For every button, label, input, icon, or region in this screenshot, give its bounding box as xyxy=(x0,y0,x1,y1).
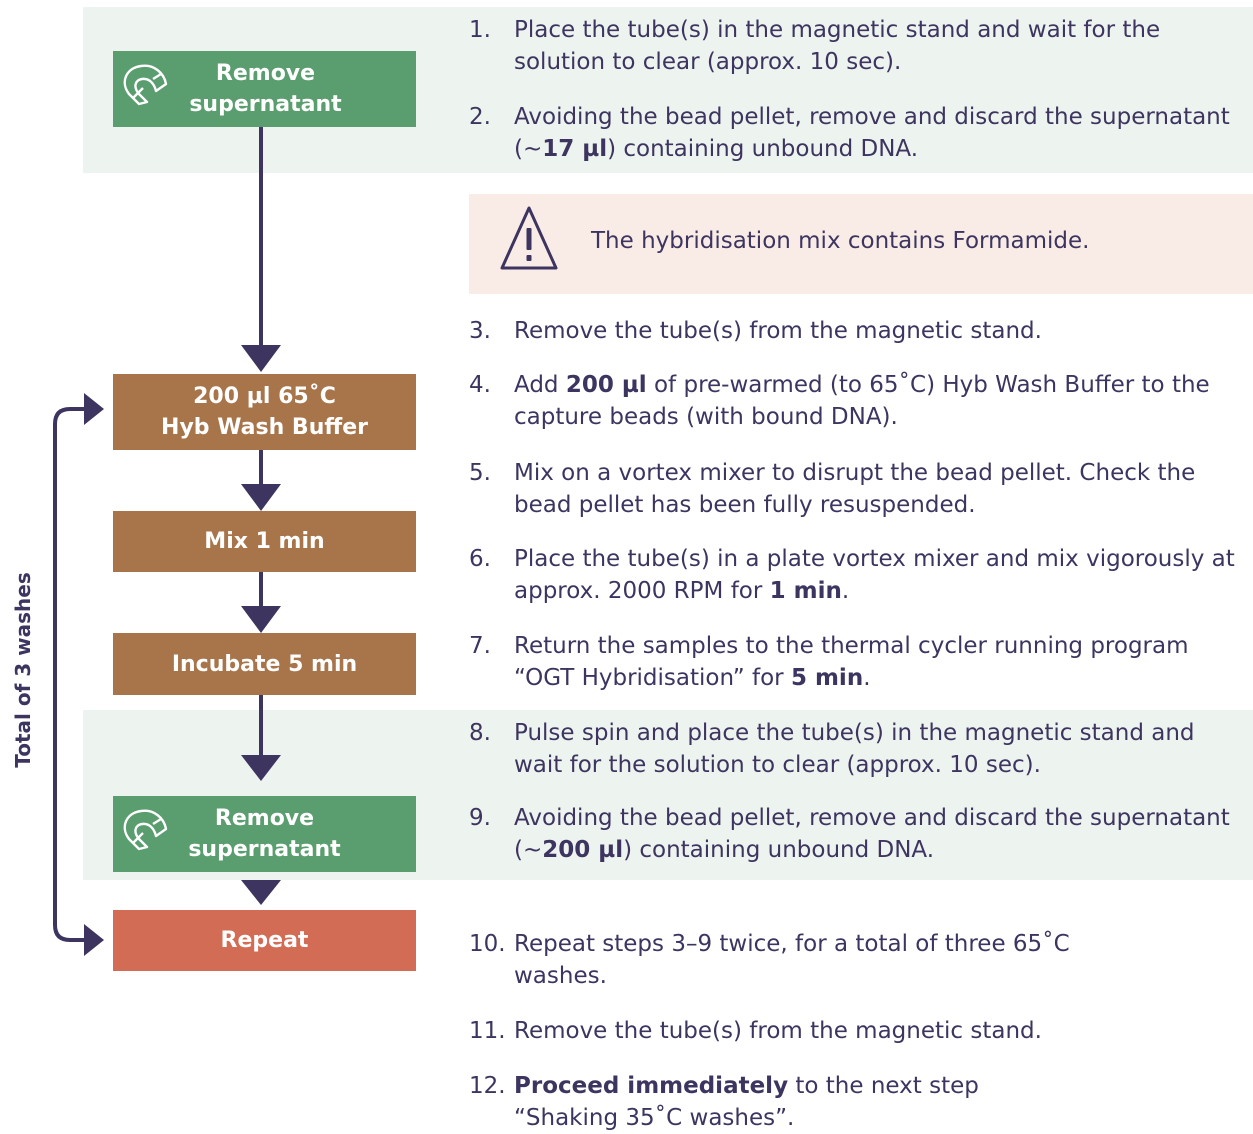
box5-line2: supernatant xyxy=(188,837,341,862)
magnet-icon xyxy=(123,64,168,106)
box1-line1: Remove xyxy=(215,61,316,86)
flow-arrow-4 xyxy=(241,755,281,781)
mix-box: Mix 1 min xyxy=(113,511,416,572)
box1-line2: supernatant xyxy=(189,92,342,117)
remove-supernatant-box-1: Remove supernatant xyxy=(113,51,416,127)
loop-arrowhead-bottom xyxy=(84,924,104,956)
hyb-wash-buffer-box: 200 µl 65˚C Hyb Wash Buffer xyxy=(113,374,416,450)
flow-arrow-5 xyxy=(241,880,281,905)
remove-supernatant-box-2: Remove supernatant xyxy=(113,796,416,872)
box4-line1: Incubate 5 min xyxy=(171,651,358,677)
incubate-box: Incubate 5 min xyxy=(113,633,416,695)
flow-arrow-1 xyxy=(241,345,281,372)
loop-label: Total of 3 washes xyxy=(11,572,35,768)
box2-line1: 200 µl 65˚C xyxy=(193,384,336,409)
warning-callout: The hybridisation mix contains Formamide… xyxy=(469,194,1253,294)
warning-triangle-icon xyxy=(500,206,558,270)
warning-text: The hybridisation mix contains Formamide… xyxy=(591,228,1090,254)
box3-line1: Mix 1 min xyxy=(204,529,325,554)
box5-line1: Remove xyxy=(214,806,315,831)
repeat-box: Repeat xyxy=(113,910,416,971)
flow-arrow-2 xyxy=(241,484,281,511)
loop-arrowhead-top xyxy=(84,393,104,425)
box6-line1: Repeat xyxy=(220,928,309,953)
flow-arrow-3 xyxy=(241,606,281,633)
magnet-icon xyxy=(123,809,168,851)
box2-line2: Hyb Wash Buffer xyxy=(161,415,368,440)
